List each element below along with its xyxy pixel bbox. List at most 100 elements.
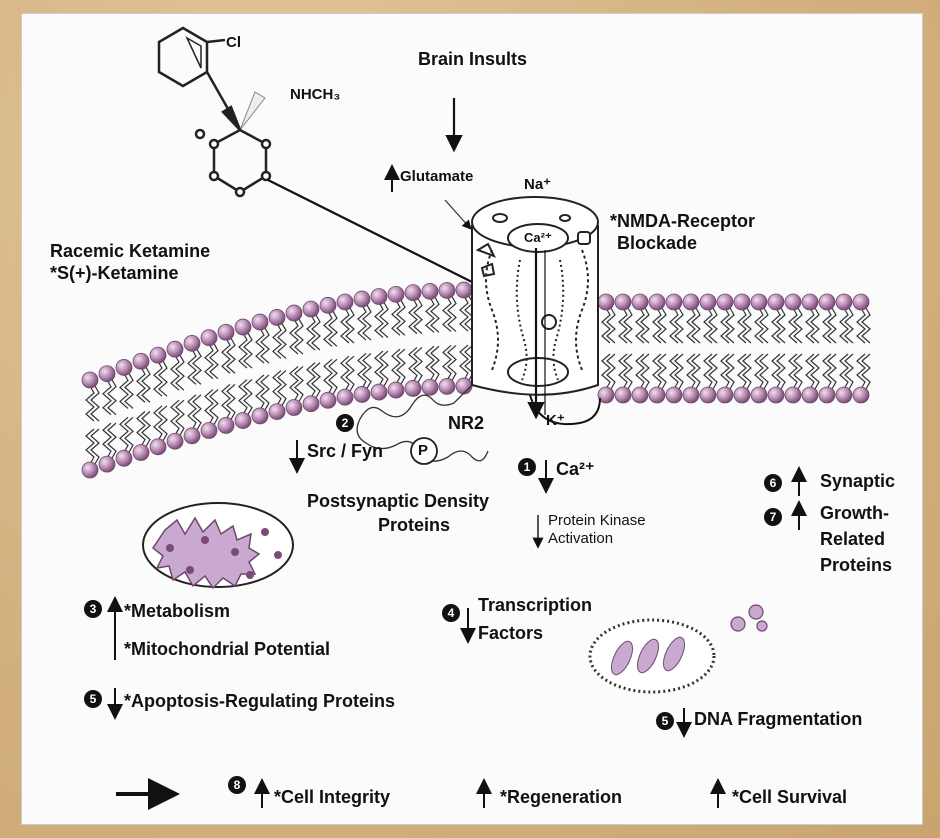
lipid-tail — [726, 354, 734, 389]
mitochondrial-label: *Mitochondrial Potential — [124, 638, 330, 660]
lipid-head — [354, 291, 370, 307]
cell-survival-label: *Cell Survival — [732, 786, 847, 808]
cl-label: Cl — [226, 34, 241, 52]
metabolism-label: *Metabolism — [124, 600, 230, 622]
marker-2: 2 — [336, 414, 354, 432]
lipid-head — [666, 387, 682, 403]
lipid-tail — [363, 353, 371, 388]
lipid-head — [734, 387, 750, 403]
lipid-tail — [380, 303, 388, 338]
lipid-tail — [794, 308, 802, 343]
lipid-head — [133, 445, 149, 461]
lipid-head — [320, 297, 336, 313]
apoptosis-label: *Apoptosis-Regulating Proteins — [124, 690, 395, 712]
lipid-tail — [658, 308, 666, 343]
lipid-tail — [193, 349, 201, 384]
transcription-label-line2: Factors — [478, 622, 543, 644]
nmda-label-line2: Blockade — [617, 232, 697, 254]
lipid-head — [456, 282, 472, 298]
lipid-tail — [811, 354, 819, 389]
lipid-tail — [845, 308, 853, 343]
transcription-label-line1: Transcription — [478, 594, 592, 616]
lipid-head — [269, 404, 285, 420]
lipid-head — [853, 387, 869, 403]
growth-label-line1: Growth- — [820, 502, 889, 524]
lipid-head — [252, 408, 268, 424]
lipid-tail — [142, 367, 150, 402]
lipid-head — [235, 413, 251, 429]
psd-label-line1: Postsynaptic Density — [307, 490, 489, 512]
lipid-head — [615, 387, 631, 403]
lipid-tail — [278, 371, 286, 406]
lipid-tail — [828, 354, 836, 389]
lipid-head — [320, 392, 336, 408]
marker-8: 8 — [228, 776, 246, 794]
lipid-tail — [295, 319, 303, 354]
lipid-head — [632, 387, 648, 403]
lipid-head — [150, 439, 166, 455]
lipid-head — [82, 372, 98, 388]
lipid-head — [700, 387, 716, 403]
lipid-tail — [777, 354, 785, 389]
marker-6: 6 — [764, 474, 782, 492]
lipid-head — [405, 380, 421, 396]
lipid-tail — [431, 297, 439, 332]
lipid-tail — [125, 417, 133, 452]
marker-4: 4 — [442, 604, 460, 622]
lipid-head — [201, 330, 217, 346]
lipid-tail — [346, 356, 354, 391]
lipid-head — [116, 450, 132, 466]
lipid-tail — [210, 390, 218, 425]
lipid-tail — [760, 308, 768, 343]
lipid-head — [99, 366, 115, 382]
lipid-tail — [108, 423, 116, 458]
lipid-tail — [862, 354, 870, 389]
lipid-tail — [346, 308, 354, 343]
phosphate-label: P — [418, 442, 428, 460]
lipid-tail — [278, 323, 286, 358]
nmda-label-line1: *NMDA-Receptor — [610, 210, 755, 232]
lipid-tail — [142, 412, 150, 447]
lipid-head — [184, 428, 200, 444]
lipid-tail — [244, 333, 252, 368]
lipid-tail — [261, 328, 269, 363]
lipid-head — [388, 286, 404, 302]
glutamate-pointer-arrow — [445, 200, 470, 228]
lipid-head — [184, 335, 200, 351]
lipid-head — [371, 289, 387, 305]
lipid-tail — [397, 300, 405, 335]
lipid-tail — [295, 367, 303, 402]
lipid-head — [836, 294, 852, 310]
lipid-tail — [91, 429, 99, 464]
lipid-tail — [726, 308, 734, 343]
lipid-head — [683, 387, 699, 403]
protein-kinase-label-line1: Protein Kinase — [548, 512, 646, 530]
lipid-head — [717, 294, 733, 310]
lipid-tail — [624, 354, 632, 389]
lipid-tail — [431, 346, 439, 381]
na-label: Na⁺ — [524, 176, 551, 194]
marker-5-apoptosis: 5 — [84, 690, 102, 708]
lipid-tail — [743, 308, 751, 343]
lipid-tail — [862, 308, 870, 343]
lipid-tail — [380, 351, 388, 386]
lipid-tail — [397, 349, 405, 384]
k-efflux-curve — [530, 395, 600, 424]
lipid-tail — [641, 308, 649, 343]
regeneration-label: *Regeneration — [500, 786, 622, 808]
lipid-head — [286, 305, 302, 321]
lipid-head — [649, 387, 665, 403]
lipid-head — [218, 417, 234, 433]
lipid-tail — [329, 311, 337, 346]
nucleus-icon — [590, 620, 714, 692]
mitochondrion-icon — [143, 503, 293, 588]
lipid-head — [150, 347, 166, 363]
lipid-head — [456, 378, 472, 394]
lipid-head — [734, 294, 750, 310]
lipid-head — [252, 314, 268, 330]
lipid-head — [717, 387, 733, 403]
lipid-tail — [675, 308, 683, 343]
lipid-head — [167, 341, 183, 357]
growth-label-line3: Proteins — [820, 554, 892, 576]
lipid-head — [354, 386, 370, 402]
